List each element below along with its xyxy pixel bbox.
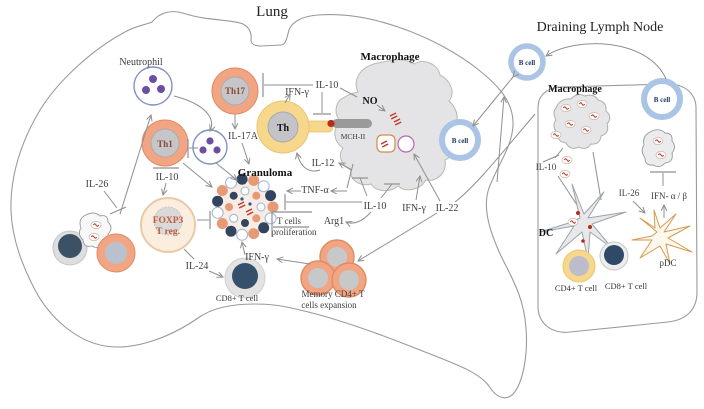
il10-top-label: IL-10 xyxy=(316,80,339,91)
dc-cell xyxy=(539,183,627,261)
tcells-label: T cells xyxy=(277,216,302,226)
node-cd4-label: CD4+ T cell xyxy=(555,283,598,293)
lung-title: Lung xyxy=(256,4,288,20)
foxp3-treg-cell xyxy=(140,197,196,253)
il26-label: IL-26 xyxy=(86,179,109,190)
cd8-t-cell xyxy=(224,257,266,299)
bacteria-icon xyxy=(561,155,573,165)
b-cell-node-label: B cell xyxy=(654,96,671,104)
foxp3-label-2: T reg. xyxy=(156,227,180,237)
arrows xyxy=(103,43,667,277)
il24-label: IL-24 xyxy=(186,261,209,272)
lung-outline xyxy=(10,11,527,399)
node-cd8-label: CD8+ T cell xyxy=(605,281,648,291)
mchii-label: MCH-II xyxy=(341,132,366,141)
b-cell-lung xyxy=(439,119,481,161)
ifn-ab-label: IFN- α / β xyxy=(651,191,687,201)
pdc-cell xyxy=(631,209,693,265)
node-cd4-cell xyxy=(562,249,596,283)
th-cell xyxy=(256,100,310,154)
bacteria-icon xyxy=(559,169,571,179)
b-cell-junction-label: B cell xyxy=(519,59,536,67)
lymph-node-outline xyxy=(537,83,698,333)
node-il26-label: IL-26 xyxy=(619,188,640,198)
il10-gran-label: IL-10 xyxy=(364,201,387,212)
macrophage-cell xyxy=(334,59,458,192)
macrophage-label: Macrophage xyxy=(360,51,419,63)
ifng-cd8-label: IFN-γ xyxy=(245,252,269,263)
cd8-t-cell-label: CD8+ T cell xyxy=(216,293,259,303)
th1-cell xyxy=(141,119,189,167)
no-arrow xyxy=(376,104,385,111)
th17-cell xyxy=(211,67,259,115)
il22-label: IL-22 xyxy=(436,203,459,214)
ifng-th-label: IFN-γ xyxy=(285,87,309,98)
lymph-node-title: Draining Lymph Node xyxy=(537,20,664,35)
b-cell-junction xyxy=(508,43,546,81)
th1-label: Th1 xyxy=(157,139,173,149)
node-infected-cell xyxy=(641,129,675,168)
node-macrophage-label: Macrophage xyxy=(548,84,602,95)
left-cell-group xyxy=(52,212,136,273)
th17-label: Th17 xyxy=(225,86,246,96)
il17a-label: IL-17A xyxy=(228,131,259,142)
node-line-dc1 xyxy=(557,175,578,206)
il26-pdc-arrow xyxy=(632,200,645,213)
node-line-dc2 xyxy=(592,151,602,201)
memory-label-1: Memory CD4+ T xyxy=(302,289,365,299)
b-cell-node xyxy=(641,78,683,120)
dc-label: DC xyxy=(539,228,553,239)
ifng-mac-label: IFN-γ xyxy=(402,203,426,214)
b-cell-lung-label: B cell xyxy=(452,137,469,145)
th-label: Th xyxy=(277,123,290,134)
il10-th1-label: IL-10 xyxy=(156,172,179,183)
il12-label: IL-12 xyxy=(312,158,335,169)
foxp3-label-1: FOXP3 xyxy=(153,216,184,226)
node-inhibit-bar xyxy=(542,154,560,163)
granuloma-cell-cluster xyxy=(211,173,279,241)
neutrophil-cell-1 xyxy=(133,66,173,106)
pdc-label: pDC xyxy=(659,258,676,268)
no-label: NO xyxy=(363,96,378,107)
node-cd8-cell xyxy=(599,241,629,271)
granuloma-label: Granuloma xyxy=(238,167,293,179)
vacuole-icon xyxy=(397,135,415,153)
memory-label-2: cells expansion xyxy=(301,300,357,310)
node-il10-label: IL-10 xyxy=(536,162,557,172)
tnfa-label: TNF-α xyxy=(301,185,329,196)
node-macrophage-cell xyxy=(550,94,611,149)
neutrophil-cell-2 xyxy=(192,129,228,165)
proliferation-label: proliferation xyxy=(272,227,317,237)
arg1-label: Arg1 xyxy=(324,216,344,227)
phagosome-icon xyxy=(376,134,396,153)
memory-cd4-cells xyxy=(300,239,367,298)
neutrophil-label: Neutrophil xyxy=(119,57,163,68)
